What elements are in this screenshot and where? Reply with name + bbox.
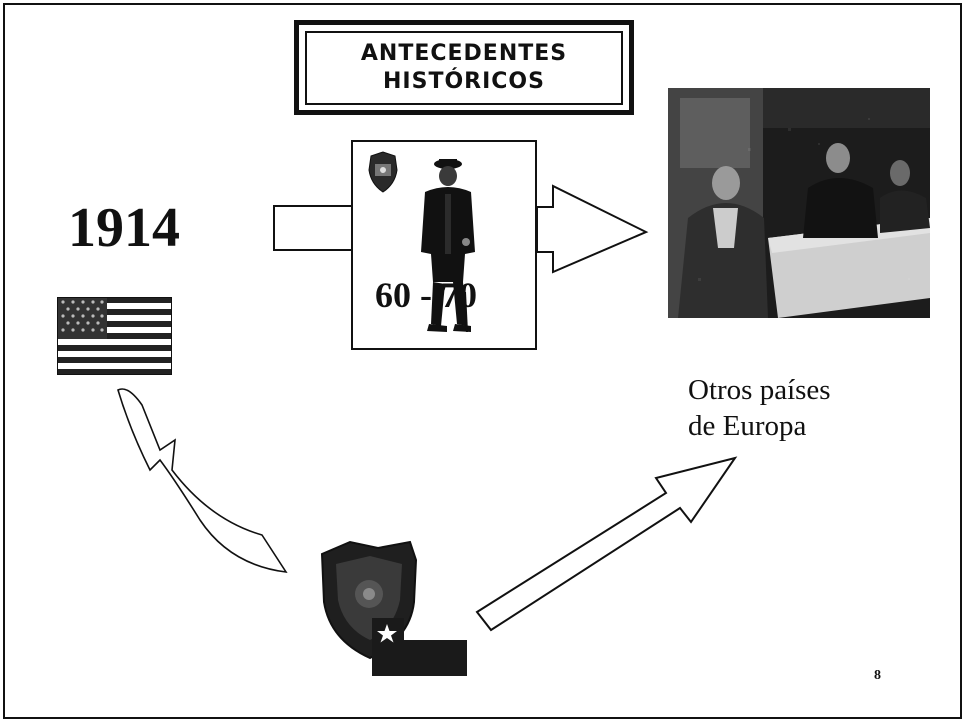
officer-picture-box: 60 - 70 — [351, 140, 537, 350]
title-line-1: ANTECEDENTES — [360, 40, 568, 66]
badge-and-flag-group — [314, 540, 469, 680]
title-box: ANTECEDENTES HISTÓRICOS — [294, 20, 634, 115]
badge-emblem-icon — [368, 151, 398, 193]
title-inner-border: ANTECEDENTES HISTÓRICOS — [305, 30, 623, 105]
other-countries-line-2: de Europa — [688, 410, 807, 442]
other-countries-label: Otros países de Europa — [688, 372, 831, 444]
page-number: 8 — [874, 668, 881, 683]
chile-flag-icon — [372, 618, 467, 676]
usa-flag-icon — [57, 297, 172, 375]
police-officer-figure — [421, 159, 475, 333]
officer-years-label: 60 - 70 — [375, 275, 477, 315]
other-countries-line-1: Otros países — [688, 374, 831, 406]
historical-meeting-photo — [668, 88, 930, 318]
title-line-2: HISTÓRICOS — [383, 68, 545, 94]
year-label: 1914 — [68, 197, 180, 259]
